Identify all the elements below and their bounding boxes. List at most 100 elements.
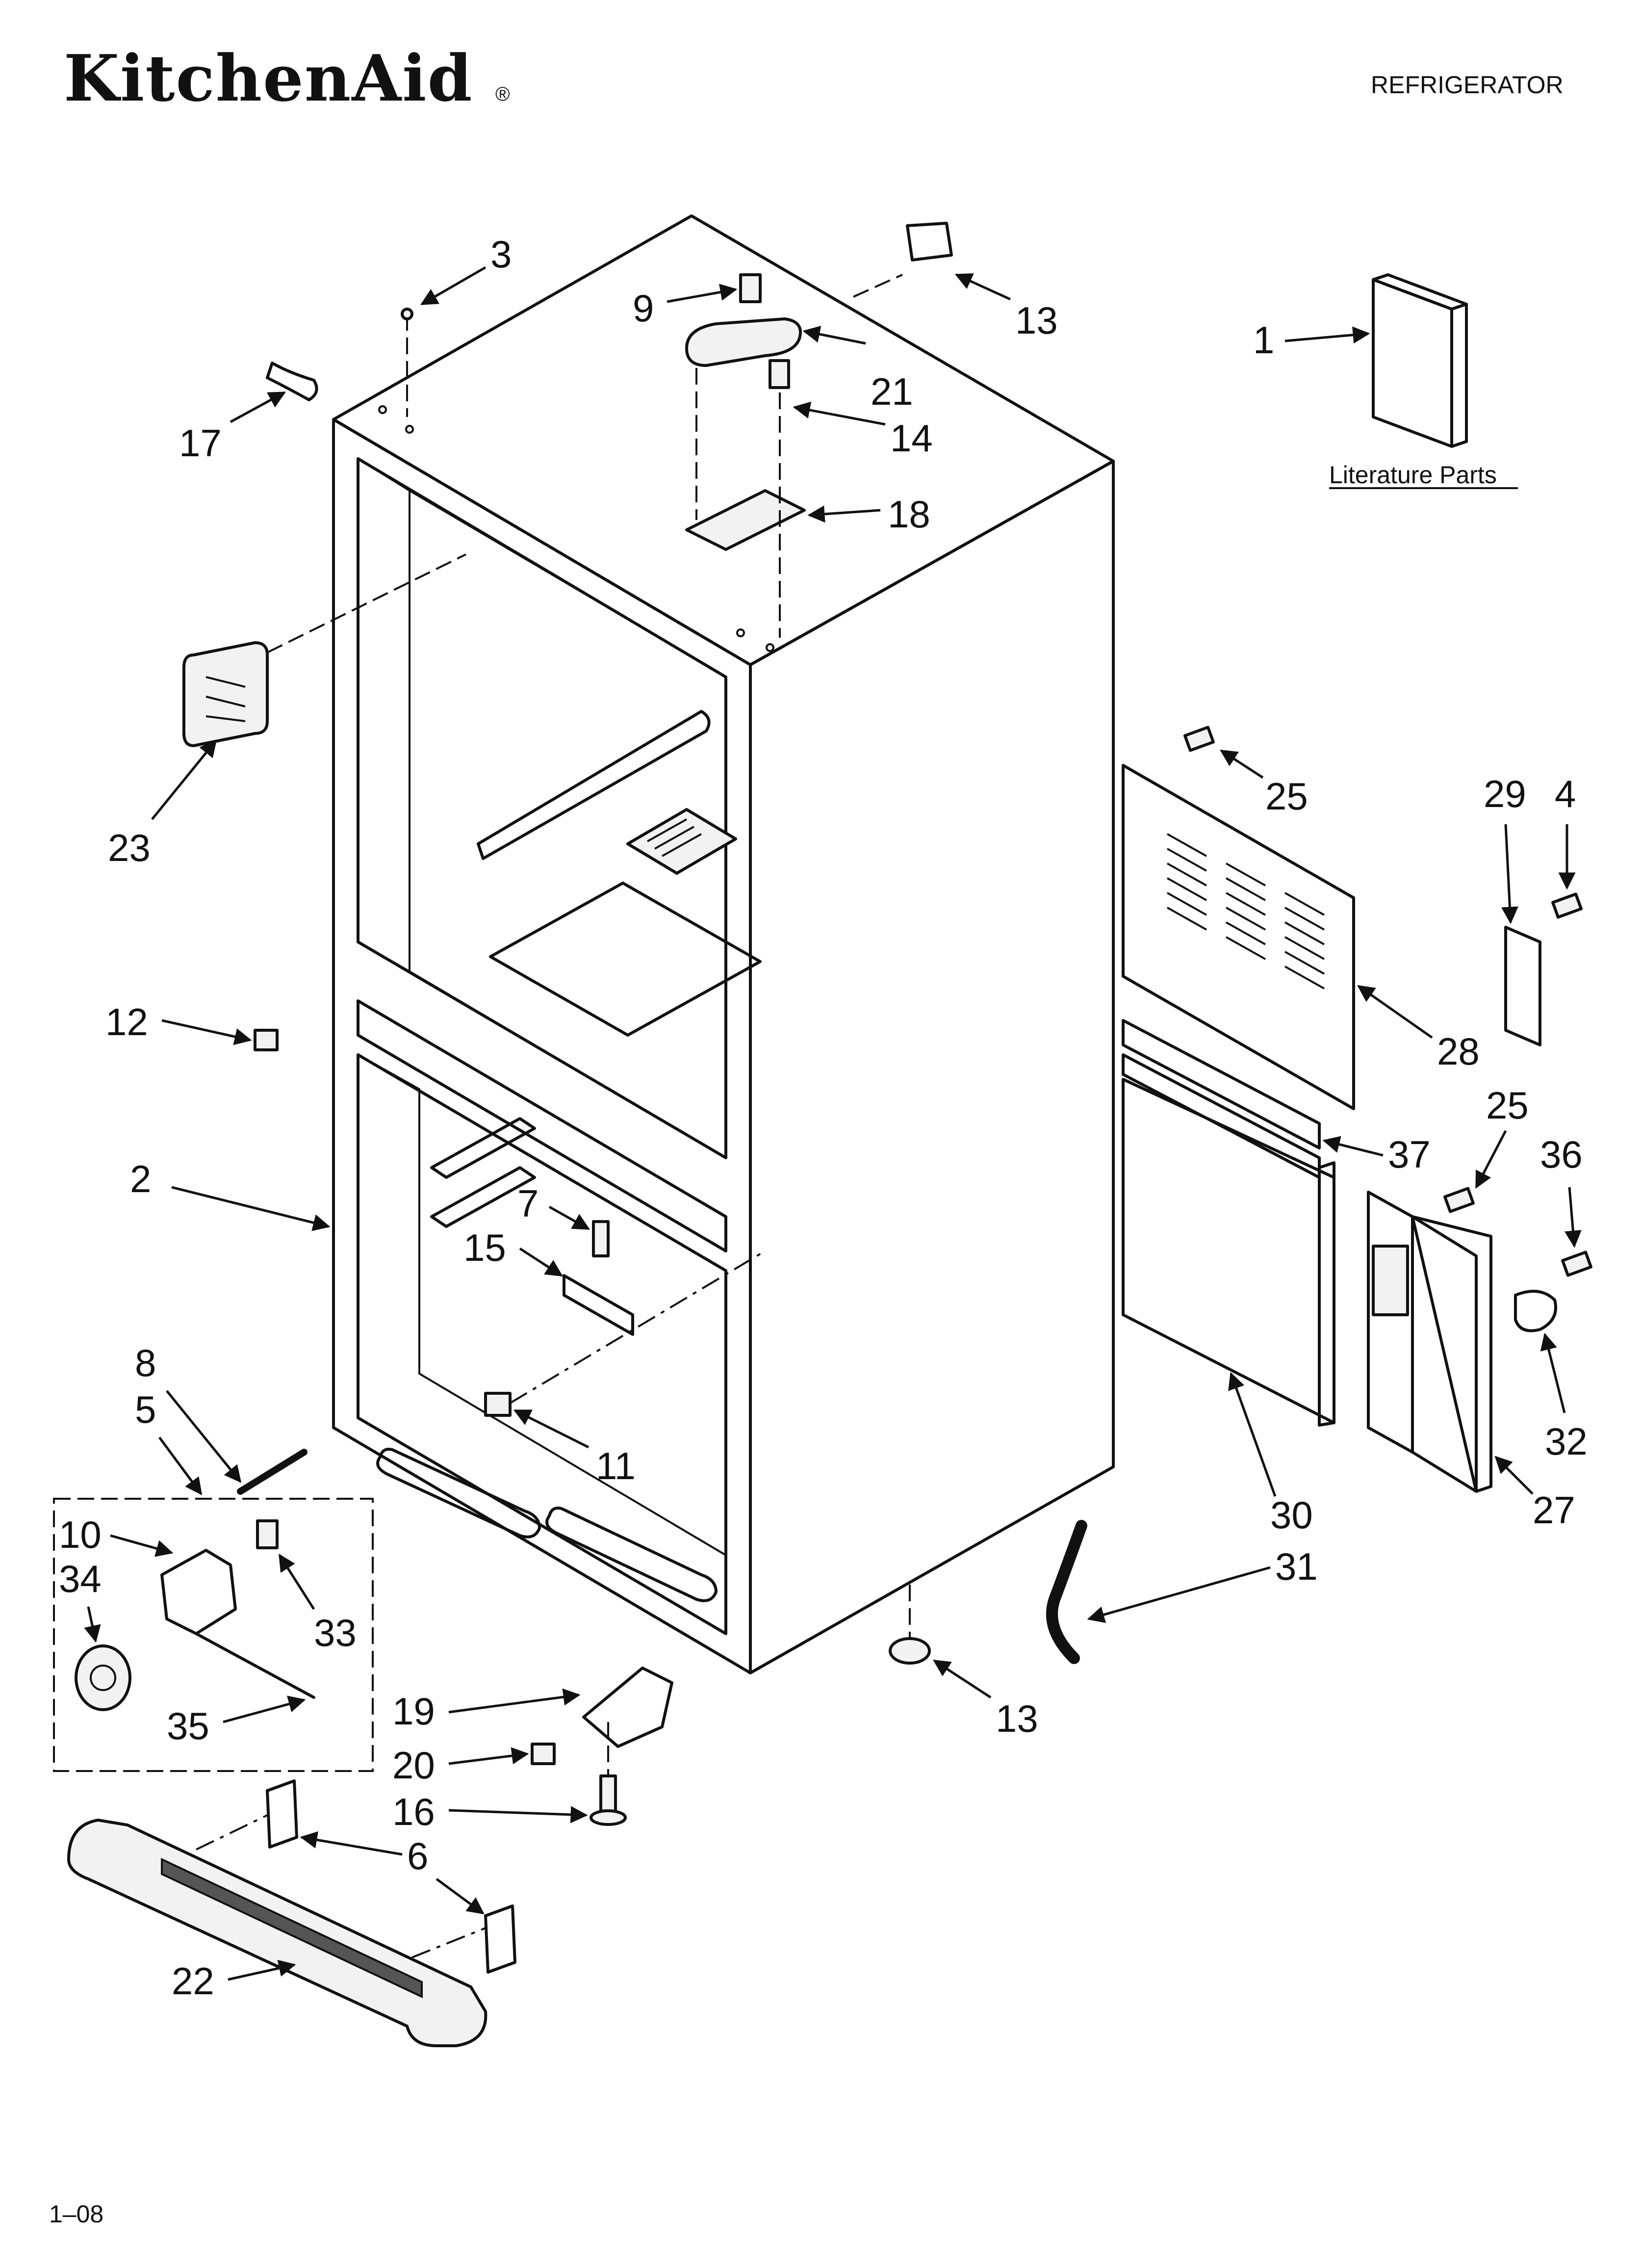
base-slot-left xyxy=(376,1448,541,1538)
clip-33 xyxy=(256,1519,279,1549)
tape-17 xyxy=(266,362,318,401)
callout-28: 28 xyxy=(1437,1030,1480,1073)
toe-grille-22 xyxy=(67,1819,487,2047)
callout-29: 29 xyxy=(1484,772,1526,815)
top-hinge-assembly xyxy=(685,273,806,638)
footer-code: 1–08 xyxy=(49,2200,103,2228)
callout-1: 1 xyxy=(1253,318,1274,362)
access-cover-28 xyxy=(1122,764,1355,1110)
clip-6-left xyxy=(266,1779,298,1849)
wheel-34 xyxy=(75,1644,131,1711)
callout-13-top: 13 xyxy=(1015,299,1058,342)
callout-15: 15 xyxy=(463,1226,506,1269)
top-screw-hole xyxy=(736,628,745,637)
label-13-top xyxy=(906,222,953,261)
leveler-16-foot xyxy=(590,1809,627,1826)
callout-20: 20 xyxy=(392,1744,435,1787)
callout-4: 4 xyxy=(1555,772,1576,815)
bolt-20 xyxy=(531,1743,556,1765)
callout-27: 27 xyxy=(1533,1488,1575,1532)
callout-6: 6 xyxy=(407,1834,428,1877)
callout-5: 5 xyxy=(135,1388,156,1431)
callouts: 3 9 13 21 1 17 14 18 23 25 29 4 xyxy=(59,233,1588,2003)
freezer-inner-wall xyxy=(358,1054,727,1556)
cabinet-side-panel xyxy=(749,460,1115,1674)
callout-34: 34 xyxy=(59,1557,102,1600)
tube-31 xyxy=(1046,1520,1087,1664)
clip-6-right xyxy=(484,1904,516,1974)
brand-logo-text: KitchenAid xyxy=(64,41,473,116)
callout-8: 8 xyxy=(135,1341,156,1384)
callout-32: 32 xyxy=(1545,1420,1588,1463)
callout-18: 18 xyxy=(888,493,930,536)
screw-4 xyxy=(1551,892,1583,919)
foot-13-bottom xyxy=(889,1637,931,1665)
bracket-29 xyxy=(1504,926,1541,1046)
callout-25-mid: 25 xyxy=(1486,1084,1529,1127)
bracket-15 xyxy=(563,1274,634,1336)
page-title: REFRIGERATOR xyxy=(1371,71,1564,99)
screw-3 xyxy=(401,308,413,320)
roller-assembly-box xyxy=(53,1498,374,1772)
wheel-hub xyxy=(90,1665,116,1691)
screw-36 xyxy=(1561,1251,1592,1277)
callout-33: 33 xyxy=(314,1611,357,1654)
callout-21: 21 xyxy=(871,370,913,413)
base-slot-right xyxy=(545,1507,718,1602)
label-13-guide xyxy=(853,274,903,298)
cabinet-top-surface xyxy=(332,214,1115,666)
callout-16: 16 xyxy=(392,1790,435,1833)
callout-3: 3 xyxy=(490,233,512,276)
callout-17: 17 xyxy=(179,421,222,465)
bracket-19 xyxy=(582,1667,673,1748)
strip-37 xyxy=(1122,1019,1321,1149)
callout-14: 14 xyxy=(890,417,933,460)
callout-10: 10 xyxy=(59,1513,102,1556)
toe-grille-vent xyxy=(161,1857,423,1999)
control-23-guide xyxy=(267,553,466,653)
freezer-opening xyxy=(357,1053,727,1635)
screw-12 xyxy=(254,1029,279,1051)
fresh-food-floor-edge xyxy=(358,941,410,972)
axle-35 xyxy=(195,1632,315,1699)
literature-parts-label: Literature Parts xyxy=(1329,461,1497,489)
callout-35: 35 xyxy=(167,1704,209,1747)
callout-7: 7 xyxy=(517,1182,539,1225)
brand-logo: KitchenAid ® xyxy=(64,41,510,116)
hinge-18 xyxy=(685,489,806,551)
leveler-16 xyxy=(599,1774,617,1814)
callout-19: 19 xyxy=(392,1690,435,1733)
fresh-food-left-wall xyxy=(357,458,410,971)
top-screw-hole xyxy=(405,425,414,434)
screw-11-guide xyxy=(509,1250,766,1404)
center-mullion xyxy=(357,999,727,1252)
top-screw-hole xyxy=(378,405,387,414)
screw-25-mid xyxy=(1443,1187,1475,1213)
brand-registered-mark: ® xyxy=(495,83,510,105)
vent-grille xyxy=(626,808,737,875)
cover-27 xyxy=(1367,1191,1492,1493)
callout-31: 31 xyxy=(1275,1545,1318,1588)
control-23 xyxy=(182,641,269,747)
fresh-food-top-edge xyxy=(409,490,727,678)
crisper-opening xyxy=(489,882,762,1037)
clip-6-guide xyxy=(196,1814,268,1851)
outlet xyxy=(1372,1245,1409,1316)
hinge-cover-21 xyxy=(685,317,802,367)
screw-9 xyxy=(739,273,762,303)
clamp-32 xyxy=(1514,1290,1557,1332)
callout-36: 36 xyxy=(1540,1133,1583,1176)
callout-13-bottom: 13 xyxy=(996,1697,1038,1740)
screw-7 xyxy=(592,1220,610,1257)
interior-rail xyxy=(477,710,711,860)
fresh-food-back-bottom xyxy=(409,970,727,1159)
callout-23: 23 xyxy=(108,826,151,869)
screw-14 xyxy=(769,359,790,389)
screw-11 xyxy=(484,1392,512,1417)
callout-2: 2 xyxy=(130,1157,151,1200)
freezer-right-rail xyxy=(430,1166,536,1228)
callout-25-top: 25 xyxy=(1265,775,1308,818)
callout-9: 9 xyxy=(633,287,654,330)
literature-book-1 xyxy=(1372,273,1468,448)
